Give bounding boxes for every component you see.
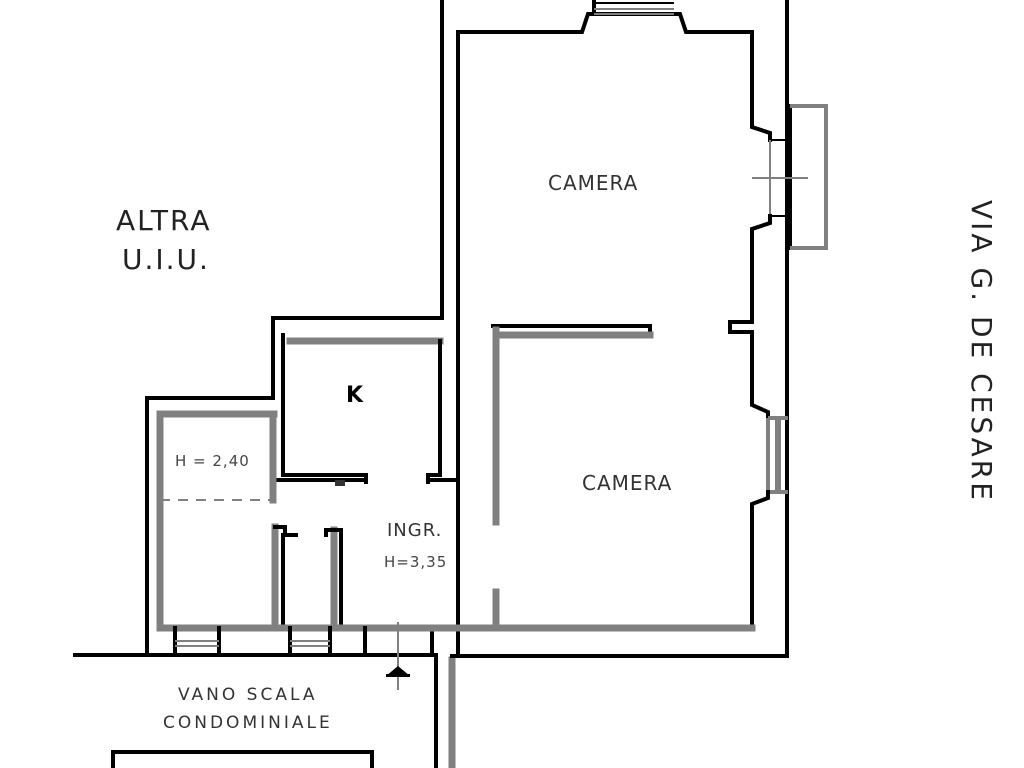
entrance-arrow-base xyxy=(386,674,410,677)
landing-line xyxy=(73,626,434,657)
closet-jamb-2 xyxy=(324,528,343,630)
stairwell-label-line1: VANO SCALA xyxy=(178,685,318,705)
room-label-kitchen: K xyxy=(346,383,365,408)
room-label-camera-1: CAMERA xyxy=(548,171,639,195)
kitchen-wall-right xyxy=(426,339,442,484)
kitchen-door-stop xyxy=(335,480,345,486)
closet-jamb-1 xyxy=(273,525,298,537)
inner-wall-top-right xyxy=(592,12,772,142)
storage-height-label: H = 2,40 xyxy=(175,452,250,470)
inner-wall-right-low xyxy=(750,490,770,628)
inner-wall-right-mid xyxy=(728,214,772,420)
outer-wall-left xyxy=(145,0,444,657)
kitchen-wall-left xyxy=(281,333,368,484)
entrance-arrow-icon xyxy=(386,666,410,676)
neighbor-label-line2: U.I.U. xyxy=(122,243,210,276)
room-label-camera-2: CAMERA xyxy=(582,471,673,495)
entrance-height-label: H=3,35 xyxy=(384,553,448,571)
room-label-entrance: INGR. xyxy=(387,520,443,541)
street-label: VIA G. DE CESARE xyxy=(965,200,998,503)
stair-block xyxy=(111,750,374,768)
inner-wall-top-left xyxy=(456,0,596,657)
stairwell-label-line2: CONDOMINIALE xyxy=(163,713,333,733)
neighbor-label-line1: ALTRA xyxy=(116,204,212,237)
balcony-outline xyxy=(790,104,828,250)
